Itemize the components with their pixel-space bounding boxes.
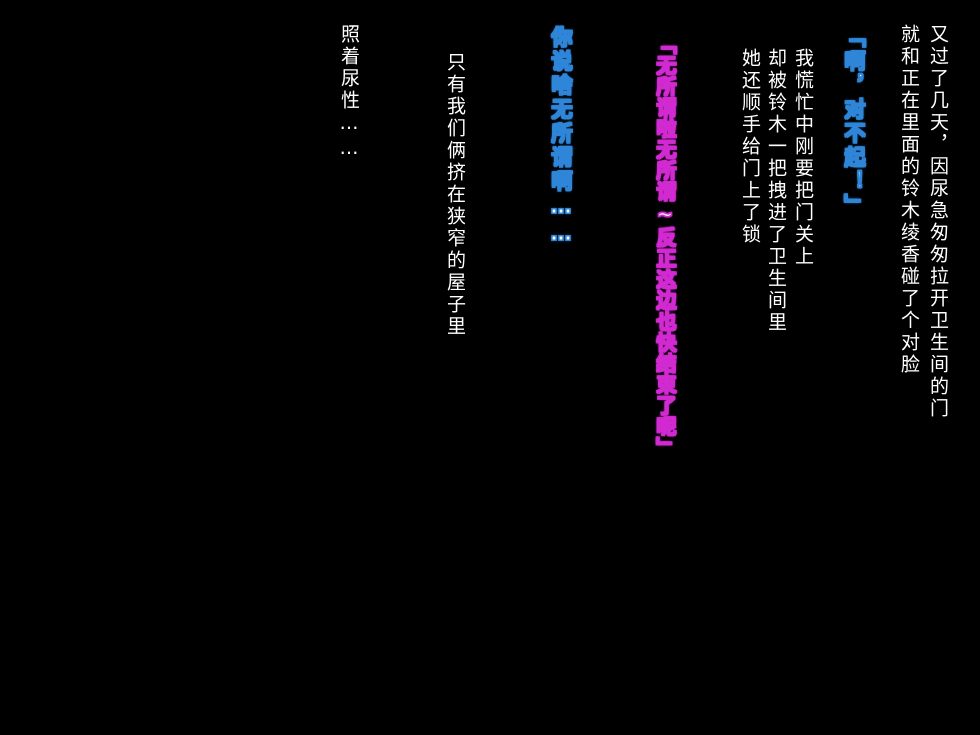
speech-bubble-what-no-matter: 你说啥无所谓啊…… (549, 26, 574, 249)
narration-line-7: 照着尿性…… (338, 24, 360, 162)
speech-bubble-apology: 「啊，对不起！」 (842, 26, 867, 219)
narration-line-5: 她还顺手给门上了锁 (739, 48, 761, 246)
narration-line-4: 却被铃木一把拽进了卫生间里 (765, 48, 787, 334)
narration-line-3: 我慌忙中刚要把门关上 (792, 48, 814, 268)
narration-line-6: 只有我们俩挤在狭窄的屋子里 (444, 52, 466, 338)
speech-bubble-no-matter: 「无所谓啦无所谓~反正这边也快结束了呢」 (653, 34, 678, 459)
narration-line-1: 又过了几天，因尿急匆匆拉开卫生间的门 (927, 24, 949, 420)
narration-line-2: 就和正在里面的铃木绫香碰了个对脸 (898, 24, 920, 376)
